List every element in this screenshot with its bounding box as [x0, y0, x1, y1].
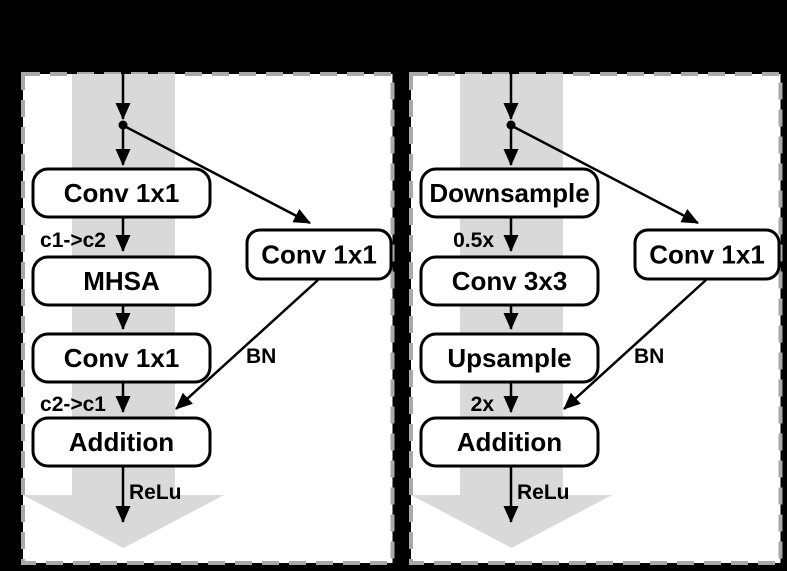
op-box-label: Addition [69, 427, 174, 457]
edge-label-bn: BN [246, 345, 276, 368]
edge-label-downscale-factor: 0.5x [453, 229, 494, 252]
edge-label-upscale-factor: 2x [471, 393, 495, 416]
edge-label-relu: ReLu [129, 481, 182, 504]
op-box-shortcut-conv1x1 [245, 228, 393, 281]
op-box-label: Conv 1x1 [64, 178, 180, 208]
skip-connection-arrow-in [563, 279, 707, 410]
op-box-conv3x3 [419, 255, 600, 307]
op-box-label: Conv 1x1 [261, 240, 377, 270]
edge-label-relu: ReLu [517, 481, 570, 504]
edge-label-channels-expand: c1->c2 [40, 229, 106, 252]
edge-label-channels-reduce: c2->c1 [40, 393, 106, 416]
op-box-upsample [419, 332, 600, 384]
panel-scale-block: Downsample Conv 3x3 Upsample Addition Co… [409, 72, 783, 565]
op-box-label: Upsample [447, 343, 571, 373]
skip-connection-arrow-out [513, 125, 699, 225]
op-box-label: Addition [457, 427, 562, 457]
op-box-addition [31, 416, 212, 468]
op-box-label: Conv 1x1 [649, 240, 765, 270]
op-box-mhsa [31, 255, 212, 307]
op-box-shortcut-conv1x1 [633, 228, 781, 281]
op-box-conv1x1-a [31, 167, 212, 219]
op-box-addition [419, 416, 600, 468]
panel-transformer-block: Conv 1x1 MHSA Conv 1x1 Addition Conv 1x1… [21, 72, 395, 565]
op-box-conv1x1-b [31, 332, 212, 384]
skip-connection-arrow-in [175, 279, 319, 410]
op-box-label: MHSA [83, 266, 160, 296]
op-box-label: Conv 1x1 [64, 343, 180, 373]
edge-label-bn: BN [634, 345, 664, 368]
op-box-label: Downsample [429, 178, 589, 208]
skip-connection-arrow-out [125, 125, 311, 225]
op-box-downsample [419, 167, 600, 219]
op-box-label: Conv 3x3 [452, 266, 568, 296]
